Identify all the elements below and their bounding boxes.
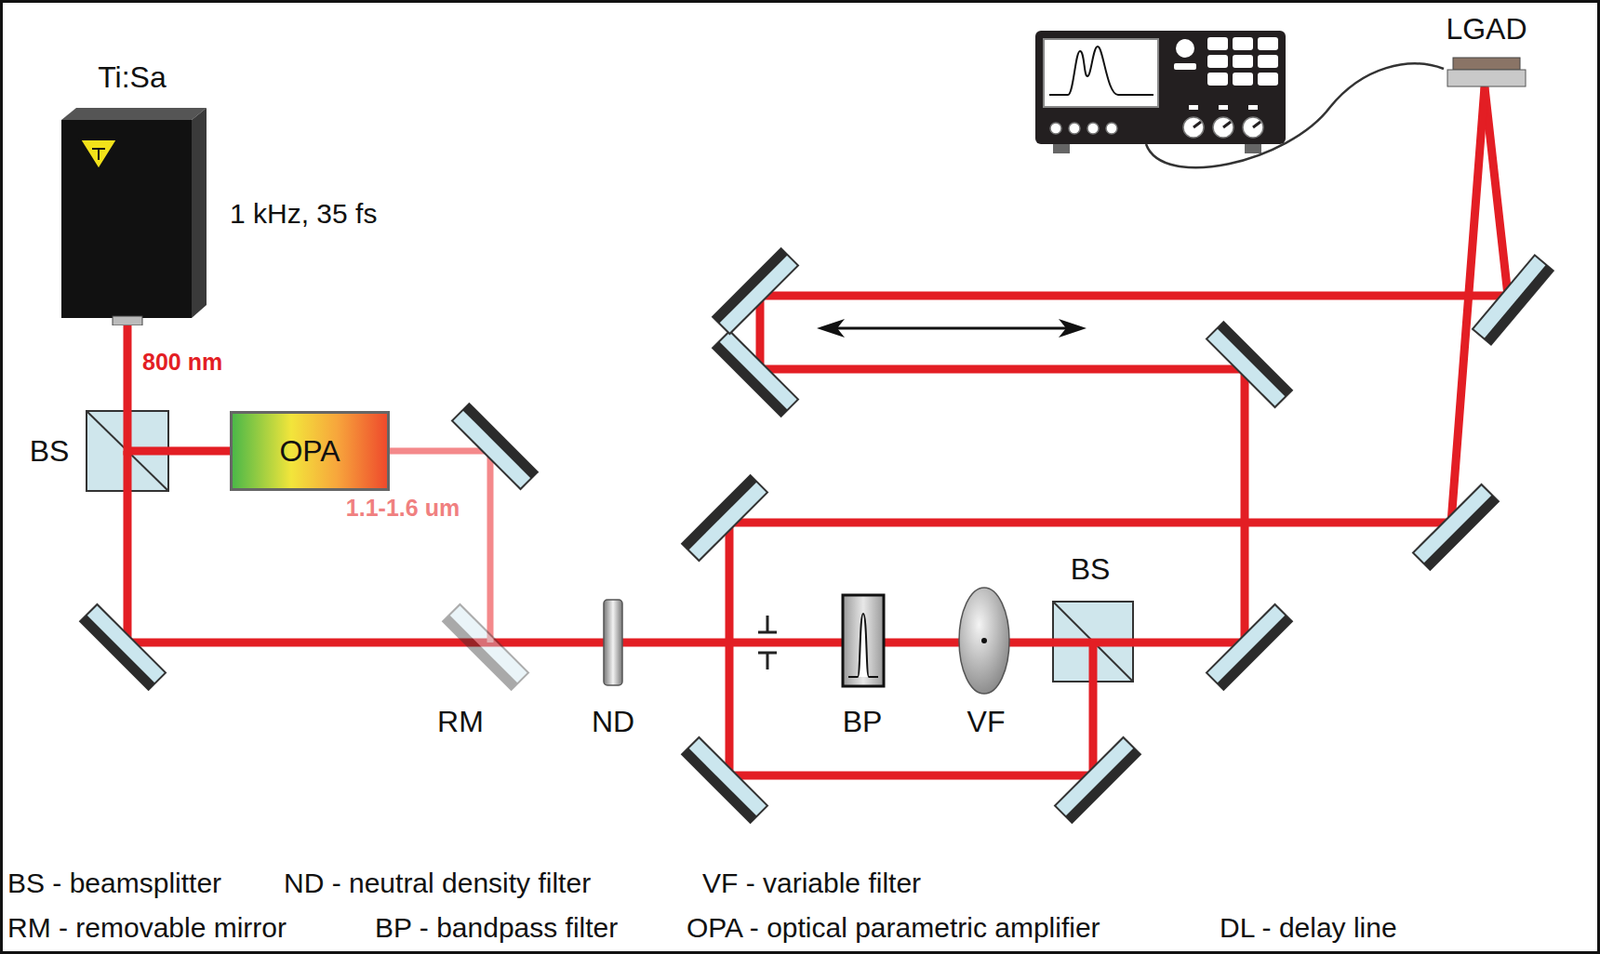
legend-entry: DL - delay line: [1219, 912, 1398, 945]
part-label: 1.1-1.6 um: [346, 494, 460, 522]
arrow-head: [816, 319, 845, 338]
part-label: 1 kHz, 35 fs: [229, 198, 377, 230]
node-label: OPA: [279, 433, 340, 469]
part-label: BS: [29, 434, 70, 469]
laser-body: [53, 59, 211, 326]
laser-beams: [127, 86, 1485, 776]
mirror: [1206, 321, 1293, 408]
arrow-head: [1058, 319, 1087, 338]
part-label: 800 nm: [142, 348, 223, 376]
opa-box: OPA: [229, 411, 390, 492]
iris: [758, 615, 777, 670]
node-label: LGAD: [1445, 11, 1527, 47]
travel-arrow: [827, 327, 1076, 331]
mirror: [681, 475, 768, 561]
legend-entry: BS - beamsplitter: [7, 867, 222, 900]
opa-output-beam: [389, 451, 491, 643]
legend-entry: BP - bandpass filter: [374, 912, 618, 945]
legend-entry: OPA - optical parametric amplifier: [686, 912, 1101, 945]
delay-line-stage: DL: [680, 221, 1118, 441]
mirror: [1472, 254, 1554, 345]
part-label: RM: [437, 705, 484, 740]
part-label: ND: [591, 705, 635, 740]
part-label: BS: [1070, 552, 1111, 587]
legend-entry: RM - removable mirror: [7, 912, 287, 945]
mirror-group: [80, 248, 1554, 824]
lgad-detector: LGAD: [1435, 11, 1538, 88]
legend-entry: VF - variable filter: [702, 867, 921, 900]
mirror: [1413, 484, 1499, 571]
laser-beam-connector: [127, 325, 230, 452]
part-label: BP: [842, 705, 883, 740]
mirror: [681, 737, 768, 824]
mirror: [712, 248, 799, 334]
variable-filter: [959, 587, 1010, 694]
laser-source: Ti:Sa: [53, 59, 211, 326]
mirror: [452, 403, 538, 490]
mirror: [712, 331, 799, 417]
bandpass-filter: [842, 595, 884, 687]
signal-cable: [1146, 63, 1444, 168]
node-label: Ti:Sa: [97, 59, 167, 95]
oscilloscope: [1035, 30, 1286, 154]
legend-entry: ND - neutral density filter: [283, 867, 591, 900]
nd-filter: [603, 600, 623, 686]
beam: [729, 86, 1485, 776]
mirror: [1054, 737, 1141, 824]
mirror: [1206, 604, 1293, 691]
beam: [127, 295, 1245, 643]
node-label: DL: [1051, 394, 1090, 430]
part-label: VF: [967, 705, 1006, 740]
mirror: [442, 604, 529, 691]
mirror: [80, 604, 166, 691]
